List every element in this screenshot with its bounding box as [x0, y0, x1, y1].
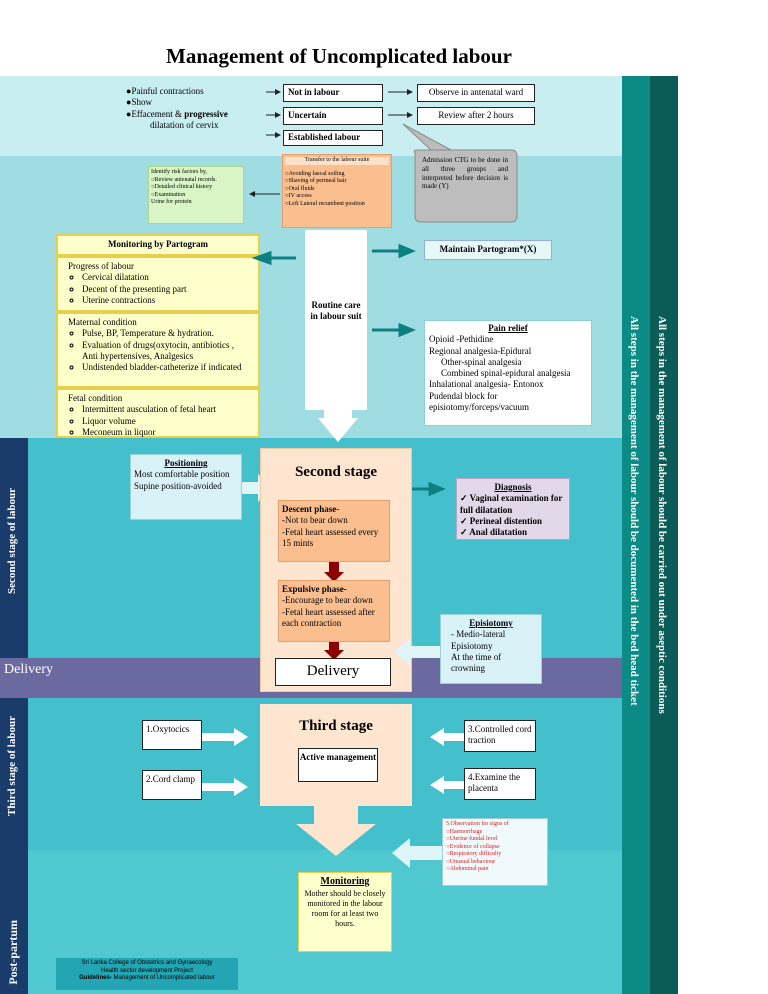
side-label-delivery: Delivery	[4, 662, 53, 677]
side-label-post-partum: Post-partum	[0, 850, 28, 994]
symptom-item: ●Effacement & progressive	[126, 108, 228, 119]
cord-clamp-arrow	[202, 778, 248, 796]
side-label-third-stage: Third stage of labour	[0, 698, 28, 850]
footer-credit: Sri Lanka College of Obstetrics and Gyna…	[56, 958, 238, 990]
review-box: Review after 2 hours	[417, 107, 535, 125]
side-label-second-stage: Second stage of labour	[0, 438, 28, 658]
expulsive-phase-box: Expulsive phase- -Encourage to bear down…	[278, 580, 390, 642]
routine-care-column	[305, 230, 367, 410]
monitoring-box: Monitoring Mother should be closely moni…	[298, 872, 392, 952]
third-stage-title: Third stage	[299, 718, 373, 734]
established-labour-box: Established labour	[283, 130, 383, 146]
pain-relief-box: Pain relief Opioid -Pethidine Regional a…	[424, 320, 592, 426]
routine-care-arrow-head	[318, 408, 358, 442]
cord-traction-box: 3.Controlled cord traction	[464, 720, 536, 752]
examine-placenta-arrow	[430, 776, 464, 794]
examine-placenta-box: 4.Examine the placenta	[464, 768, 536, 800]
fetal-box: Fetal condition Intermittent ausculation…	[56, 388, 260, 438]
descent-down-arrow	[324, 562, 344, 582]
progress-box: Progress of labour Cervical dilatation D…	[56, 256, 260, 312]
not-in-labour-box: Not in labour	[283, 84, 383, 102]
second-stage-title: Second stage	[294, 464, 378, 480]
cord-clamp-box: 2.Cord clamp	[142, 770, 202, 800]
episiotomy-box: Episiotomy - Medio-lateral Episiotomy At…	[440, 614, 542, 684]
uncertain-box: Uncertain	[283, 107, 383, 125]
column-documentation: All steps in the management of labour sh…	[622, 76, 650, 994]
maternal-box: Maternal condition Pulse, BP, Temperatur…	[56, 312, 260, 388]
partogram-title-box: Monitoring by Partogram	[56, 234, 260, 256]
routine-care-label: Routine care in labour suit	[310, 300, 362, 322]
observation-arrow	[392, 838, 442, 868]
maintain-partogram-box: Maintain Partogram*(X)	[424, 240, 552, 260]
admission-ctg-text: Admission CTG to be done in all three gr…	[422, 156, 508, 191]
diagnosis-box: Diagnosis ✓ Vaginal examination for full…	[456, 478, 570, 540]
symptom-item: ●Painful contractions	[126, 86, 204, 96]
risk-factors-box: Identify risk factors by, ○Review antena…	[148, 166, 244, 224]
descent-phase-box: Descent phase- -Not to bear down -Fetal …	[278, 500, 390, 562]
observation-box: 5.Observation for signs of ○Haemorrhage …	[442, 818, 548, 886]
delivery-box: Delivery	[275, 658, 391, 686]
symptoms-list: ●Painful contractions ●Show ●Effacement …	[126, 86, 266, 131]
observe-box: Observe in antenatal ward	[417, 84, 535, 102]
third-stage-down-arrow	[296, 804, 376, 856]
expulsive-down-arrow	[324, 642, 344, 660]
cord-traction-arrow	[430, 728, 464, 746]
episiotomy-arrow	[394, 638, 440, 666]
oxytocics-box: 1.Oxytocics	[142, 720, 202, 750]
page-title: Management of Uncomplicated labour	[166, 44, 512, 68]
column-aseptic: All steps in the management of labour sh…	[650, 76, 678, 994]
symptom-item: ●Show	[126, 97, 152, 108]
active-management-box: Active management	[298, 748, 378, 782]
oxytocics-arrow	[202, 728, 248, 746]
positioning-box: Positioning Most comfortable position Su…	[130, 454, 242, 520]
admission-speech-bubble	[402, 123, 518, 223]
symptom-item: dilatation of cervix	[150, 119, 219, 130]
transfer-box: Transfer to the labour suite ○Avoiding f…	[282, 154, 392, 228]
